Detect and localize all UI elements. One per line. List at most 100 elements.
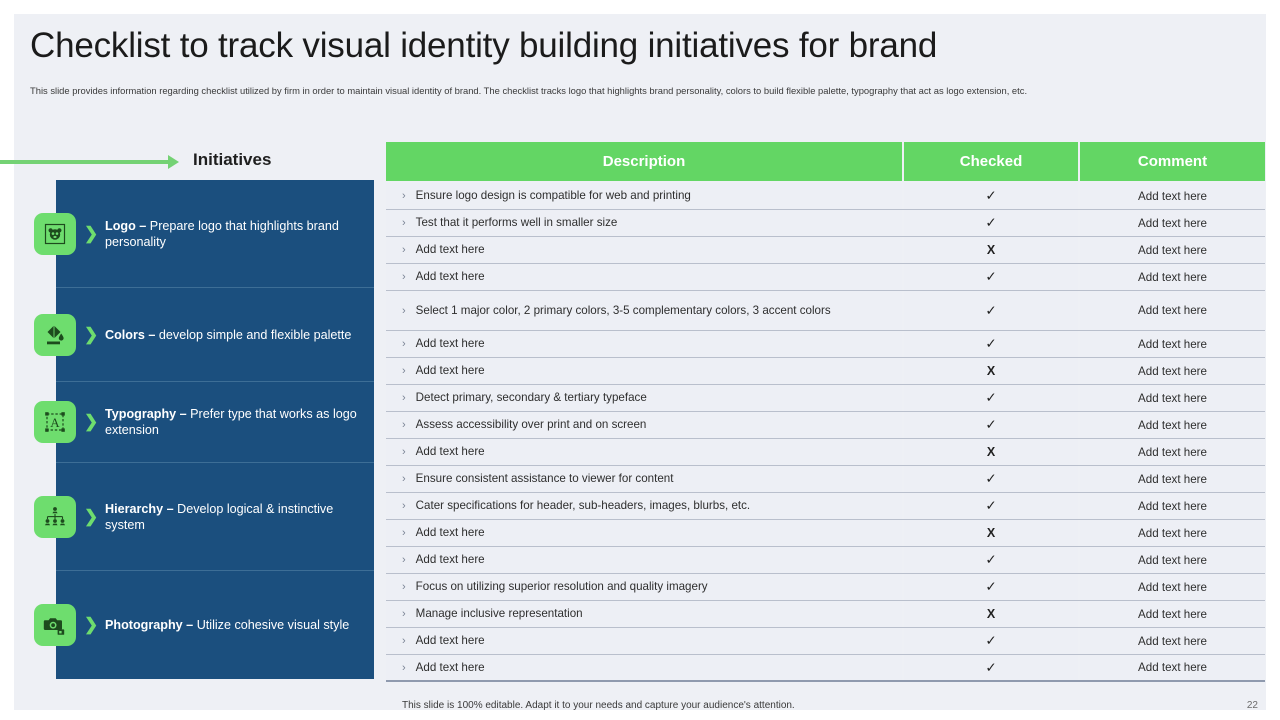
- chevron-right-icon: ›: [402, 304, 406, 317]
- description-text: Assess accessibility over print and on s…: [415, 418, 647, 431]
- status-check-icon[interactable]: ✓: [904, 210, 1080, 236]
- table-row[interactable]: ›Assess accessibility over print and on …: [386, 412, 1265, 439]
- cell-description: ›Assess accessibility over print and on …: [386, 412, 904, 438]
- table-row[interactable]: ›Focus on utilizing superior resolution …: [386, 574, 1265, 601]
- initiative-text: Typography – Prefer type that works as l…: [105, 406, 366, 438]
- chevron-right-icon: ›: [402, 446, 406, 458]
- cell-comment[interactable]: Add text here: [1138, 634, 1207, 648]
- initiative-group-typography[interactable]: A ❯ Typography – Prefer type that works as…: [34, 382, 374, 463]
- status-check-icon[interactable]: ✓: [904, 412, 1080, 438]
- cell-comment[interactable]: Add text here: [1138, 580, 1207, 594]
- page-subtitle: This slide provides information regardin…: [30, 85, 1028, 96]
- status-check-icon[interactable]: ✓: [904, 264, 1080, 290]
- page-number: 22: [1246, 700, 1258, 711]
- chevron-right-icon: ›: [402, 473, 406, 485]
- initiatives-heading: Initiatives: [193, 150, 272, 169]
- status-check-icon[interactable]: ✓: [904, 183, 1080, 209]
- cell-comment[interactable]: Add text here: [1138, 391, 1207, 405]
- cell-comment[interactable]: Add text here: [1138, 607, 1207, 621]
- cell-comment[interactable]: Add text here: [1138, 472, 1207, 486]
- initiative-group-photography[interactable]: ❯ Photography – Utilize cohesive visual s…: [34, 571, 374, 679]
- table-row[interactable]: ›Add text here✓Add text here: [386, 655, 1265, 682]
- table-row[interactable]: › Ensure consistent assistance to viewer …: [386, 466, 1265, 493]
- cell-comment[interactable]: Add text here: [1138, 270, 1207, 284]
- description-text: Ensure logo design is compatible for web…: [415, 189, 691, 202]
- initiative-dash: –: [166, 501, 174, 516]
- description-text: Ensure consistent assistance to viewer f…: [415, 472, 674, 485]
- status-check-icon[interactable]: ✓: [904, 628, 1080, 654]
- cell-comment[interactable]: Add text here: [1138, 661, 1207, 674]
- initiative-title: Colors: [105, 327, 145, 342]
- status-cross-icon[interactable]: X: [904, 358, 1080, 384]
- table-row[interactable]: ›Cater specifications for header, sub-he…: [386, 493, 1265, 520]
- chevron-right-icon: ›: [402, 365, 406, 377]
- slide-margin-top: [0, 0, 1280, 14]
- status-cross-icon[interactable]: X: [904, 439, 1080, 465]
- status-check-icon[interactable]: ✓: [904, 291, 1080, 330]
- cell-description: ›Add text here: [386, 264, 904, 290]
- status-check-icon[interactable]: ✓: [904, 493, 1080, 519]
- cell-comment[interactable]: Add text here: [1138, 445, 1207, 459]
- footer-note: This slide is 100% editable. Adapt it to…: [402, 700, 795, 711]
- cell-description: ›Add text here: [386, 331, 904, 357]
- status-check-icon[interactable]: ✓: [904, 385, 1080, 411]
- cell-comment[interactable]: Add text here: [1138, 304, 1207, 317]
- camera-icon: [34, 604, 76, 646]
- status-cross-icon[interactable]: X: [904, 601, 1080, 627]
- status-cross-icon[interactable]: X: [904, 237, 1080, 263]
- cell-comment[interactable]: Add text here: [1138, 553, 1207, 567]
- cell-comment[interactable]: Add text here: [1138, 337, 1207, 351]
- cell-comment[interactable]: Add text here: [1138, 189, 1207, 203]
- cell-description: ›Manage inclusive representation: [386, 601, 904, 627]
- cell-description: ›Add text here: [386, 628, 904, 654]
- chevron-right-icon: ❯: [84, 615, 99, 634]
- table-row[interactable]: ›Ensure logo design is compatible for we…: [386, 183, 1265, 210]
- svg-text:A: A: [50, 415, 60, 430]
- status-cross-icon[interactable]: X: [904, 520, 1080, 546]
- table-row[interactable]: ›Add text here✓ Add text here: [386, 331, 1265, 358]
- cell-description: ›Add text here: [386, 358, 904, 384]
- initiative-text: Photography – Utilize cohesive visual st…: [105, 617, 349, 633]
- table-row[interactable]: ›Test that it performs well in smaller s…: [386, 210, 1265, 237]
- cell-comment[interactable]: Add text here: [1138, 499, 1207, 513]
- table-row[interactable]: › Detect primary, secondary & tertiary ty…: [386, 385, 1265, 412]
- status-check-icon[interactable]: ✓: [904, 547, 1080, 573]
- cell-comment[interactable]: Add text here: [1138, 364, 1207, 378]
- table-header-row: Description Checked Comment: [386, 142, 1265, 181]
- table-row[interactable]: ›Add text here✓ Add text here: [386, 628, 1265, 655]
- description-text: Add text here: [415, 337, 485, 350]
- chevron-right-icon: ›: [402, 392, 406, 404]
- status-check-icon[interactable]: ✓: [904, 331, 1080, 357]
- initiative-dash: –: [186, 618, 194, 632]
- cell-comment[interactable]: Add text here: [1138, 418, 1207, 432]
- cell-comment[interactable]: Add text here: [1138, 216, 1207, 230]
- description-text: Detect primary, secondary & tertiary typ…: [415, 391, 647, 404]
- cell-description: › Ensure consistent assistance to viewer …: [386, 466, 904, 492]
- column-header-comment: Comment: [1137, 153, 1208, 170]
- initiative-title: Logo: [105, 218, 136, 233]
- hierarchy-tree-icon: [34, 495, 76, 538]
- table-row[interactable]: ›Add text here✓ Add text here: [386, 264, 1265, 291]
- status-check-icon[interactable]: ✓: [904, 466, 1080, 492]
- chevron-right-icon: ❯: [84, 324, 99, 344]
- initiative-group-logo[interactable]: ❯Logo – Prepare logo that highlights bra…: [34, 180, 374, 288]
- initiative-text: Colors – develop simple and flexible pal…: [105, 327, 351, 343]
- cell-comment[interactable]: Add text here: [1138, 526, 1207, 540]
- column-header-checked: Checked: [904, 142, 1080, 181]
- initiative-group-colors[interactable]: ❯ Colors – develop simple and flexible pa…: [34, 288, 374, 382]
- table-row[interactable]: ›Select 1 major color, 2 primary colors,…: [386, 291, 1265, 331]
- chevron-right-icon: ❯: [84, 412, 99, 431]
- cell-comment[interactable]: Add text here: [1138, 243, 1207, 257]
- cell-description: ›Ensure logo design is compatible for we…: [386, 183, 904, 209]
- status-check-icon[interactable]: ✓: [904, 655, 1080, 680]
- initiative-group-hierarchy[interactable]: ❯Hierarchy – Develop logical & instincti…: [34, 463, 374, 571]
- table-row[interactable]: ›Add text here✓Add text here: [386, 547, 1265, 574]
- initiative-description: Prepare logo that highlights brand perso…: [105, 218, 339, 249]
- status-check-icon[interactable]: ✓: [904, 574, 1080, 600]
